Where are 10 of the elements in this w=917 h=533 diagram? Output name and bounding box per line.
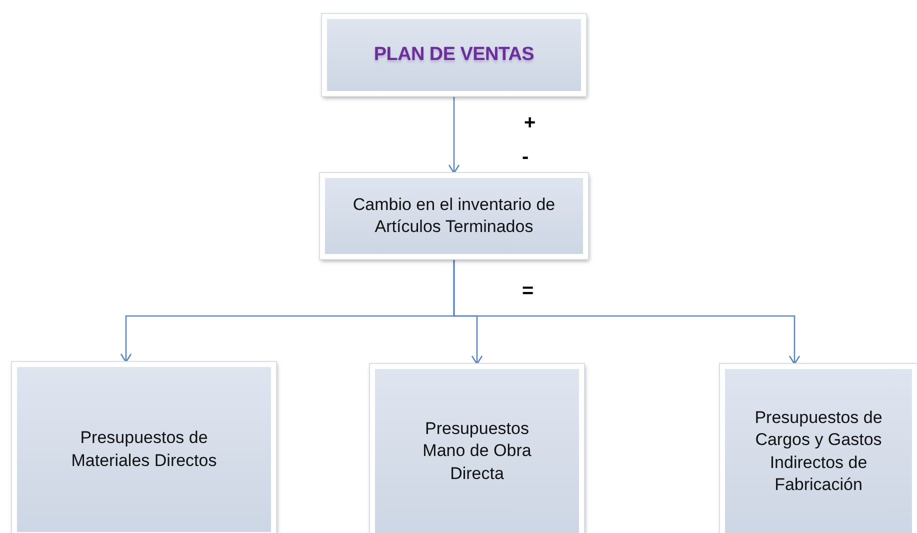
box-text: Presupuestos Mano de Obra Directa (422, 418, 532, 485)
operator-sign: = (522, 280, 534, 303)
operator-sign: + (524, 112, 536, 135)
box-text: Presupuestos de Cargos y Gastos Indirectos de Fabricación (754, 407, 884, 496)
arrow (453, 259, 800, 365)
arrow (448, 96, 460, 174)
box-text: Cambio en el inventario de Artículos Terminados (352, 194, 556, 238)
title-text: PLAN DE VENTAS (374, 42, 534, 67)
operator-sign: - (522, 146, 529, 169)
box-text: Presupuestos de Materiales Directos (70, 427, 218, 472)
